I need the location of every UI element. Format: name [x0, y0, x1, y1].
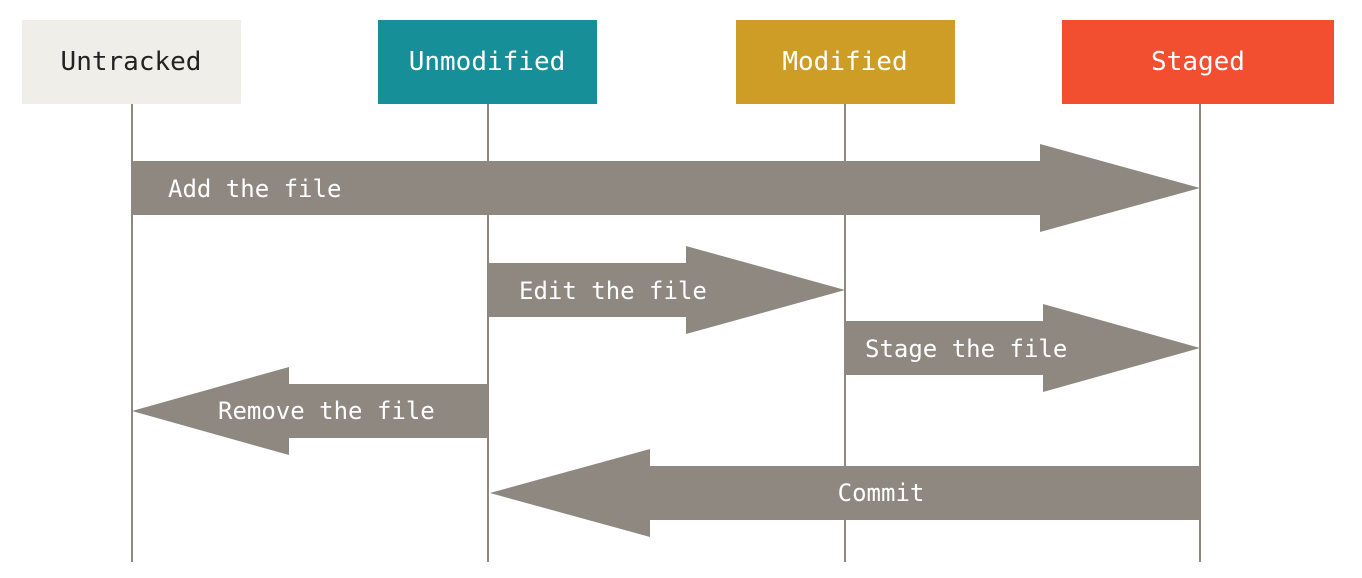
- arrow-add-the-file: Add the file: [132, 144, 1200, 232]
- state-box-untracked: [22, 20, 241, 104]
- state-label-untracked: Untracked: [61, 47, 202, 77]
- state-staged: Staged: [1062, 20, 1334, 104]
- arrow-shape-commit: [490, 449, 1200, 537]
- state-box-unmodified: [378, 20, 597, 104]
- arrow-shape-stage: [845, 304, 1200, 392]
- state-label-unmodified: Unmodified: [409, 47, 566, 77]
- arrow-edit-the-file: Edit the file: [488, 246, 845, 334]
- arrow-stage-the-file: Stage the file: [845, 304, 1200, 392]
- state-unmodified: Unmodified: [378, 20, 597, 104]
- state-modified: Modified: [736, 20, 955, 104]
- arrow-label-commit: Commit: [838, 479, 925, 507]
- arrow-remove-the-file: Remove the file: [132, 367, 488, 455]
- arrow-label-remove: Remove the file: [218, 397, 435, 425]
- arrow-shape-edit: [488, 246, 845, 334]
- state-box-modified: [736, 20, 955, 104]
- arrow-shape-add: [132, 144, 1200, 232]
- arrow-label-edit: Edit the file: [519, 277, 707, 305]
- arrow-label-add: Add the file: [168, 175, 341, 203]
- state-label-staged: Staged: [1151, 47, 1245, 77]
- state-box-staged: [1062, 20, 1334, 104]
- arrow-shape-remove: [132, 367, 488, 455]
- arrow-label-stage: Stage the file: [865, 335, 1067, 363]
- state-label-modified: Modified: [782, 47, 907, 77]
- state-untracked: Untracked: [22, 20, 241, 104]
- arrow-commit: Commit: [490, 449, 1200, 537]
